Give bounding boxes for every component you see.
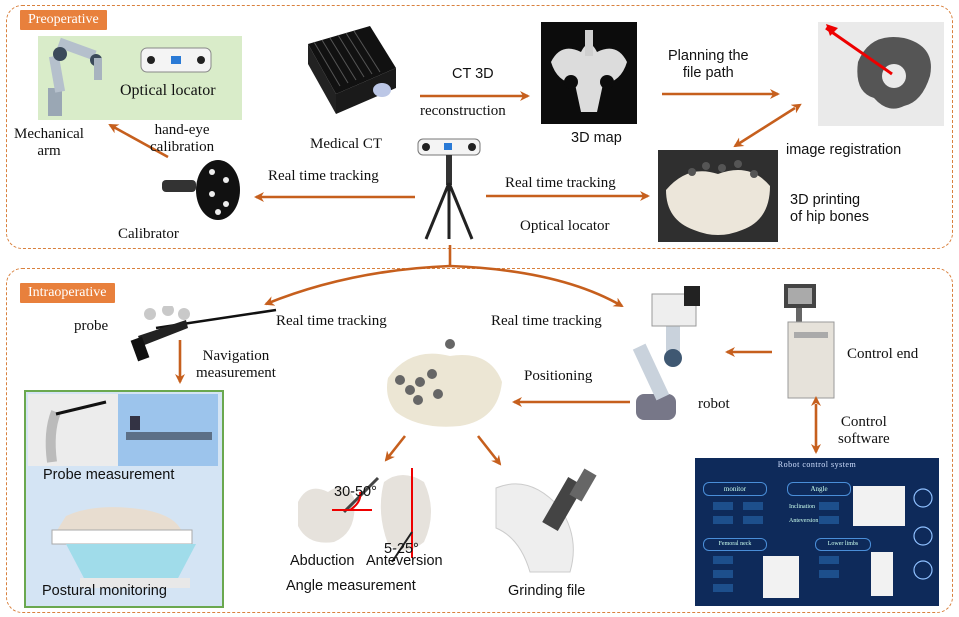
label-real-time-tracking-robot: Real time tracking: [491, 313, 602, 329]
label-probe: probe: [74, 318, 109, 334]
software-title: Robot control system: [777, 460, 857, 469]
software-inclination-label: Inclination: [789, 504, 815, 510]
label-planning: Planning the file path: [668, 48, 749, 81]
3d-map-image: [541, 22, 637, 124]
3d-printing-image: [658, 150, 778, 242]
intraoperative-tag: Intraoperative: [20, 283, 115, 303]
label-angle-30-50: 30-50°: [334, 484, 377, 500]
label-robot: robot: [698, 396, 730, 412]
label-3d-printing: 3D printing of hip bones: [790, 192, 870, 225]
label-abduction: Abduction: [290, 553, 355, 569]
monitoring-panel: [24, 390, 224, 608]
preoperative-box: [6, 5, 953, 249]
control-end-image: [780, 282, 838, 400]
label-probe-measurement: Probe measurement: [43, 467, 175, 483]
software-angle-tab[interactable]: Angle: [787, 482, 851, 496]
registration-image: [818, 22, 944, 126]
probe-image: [126, 304, 278, 362]
software-monitor-tab[interactable]: monitor: [703, 482, 767, 496]
label-optical-locator-mid: Optical locator: [520, 218, 610, 234]
label-postural-monitoring: Postural monitoring: [42, 583, 167, 599]
label-hand-eye-calibration: hand-eye calibration: [150, 122, 215, 155]
label-navigation: Navigation measurement: [196, 348, 276, 381]
mechanical-arm-image: [38, 36, 242, 120]
software-femoral-neck-tab[interactable]: Femoral neck: [703, 538, 767, 551]
label-real-time-tracking-probe: Real time tracking: [276, 313, 387, 329]
tripod-locator-image: [416, 135, 484, 243]
positioning-image: [380, 336, 508, 432]
medical-ct-image: [300, 24, 400, 116]
calibrator-image: [160, 160, 242, 222]
label-optical-locator-top: Optical locator: [120, 82, 216, 99]
label-control-software: Control software: [838, 414, 890, 447]
label-real-time-tracking-right: Real time tracking: [505, 175, 616, 191]
label-angle-measurement: Angle measurement: [286, 578, 416, 594]
label-anteversion: Anteversion: [366, 553, 443, 569]
label-control-end: Control end: [847, 346, 919, 362]
label-angle-5-25: 5-25°: [384, 541, 419, 557]
label-real-time-tracking-left: Real time tracking: [268, 168, 379, 184]
label-grinding-file: Grinding file: [508, 583, 586, 599]
software-lower-limbs-tab[interactable]: Lower limbs: [815, 538, 871, 551]
label-calibrator: Calibrator: [118, 226, 179, 242]
label-reconstruction: reconstruction: [420, 103, 506, 119]
preoperative-tag: Preoperative: [20, 10, 107, 30]
label-ct-3d: CT 3D: [452, 66, 494, 82]
label-image-registration: image registration: [786, 142, 902, 158]
label-medical-ct: Medical CT: [310, 136, 383, 152]
label-mechanical-arm: Mechanical arm: [14, 126, 84, 159]
label-3d-map: 3D map: [571, 130, 622, 146]
angle-measurement-image: [292, 462, 444, 572]
label-positioning: Positioning: [524, 368, 593, 384]
robot-image: [626, 284, 730, 424]
grinding-file-image: [490, 468, 604, 578]
software-anteversion-label: Anteversion: [789, 518, 819, 524]
